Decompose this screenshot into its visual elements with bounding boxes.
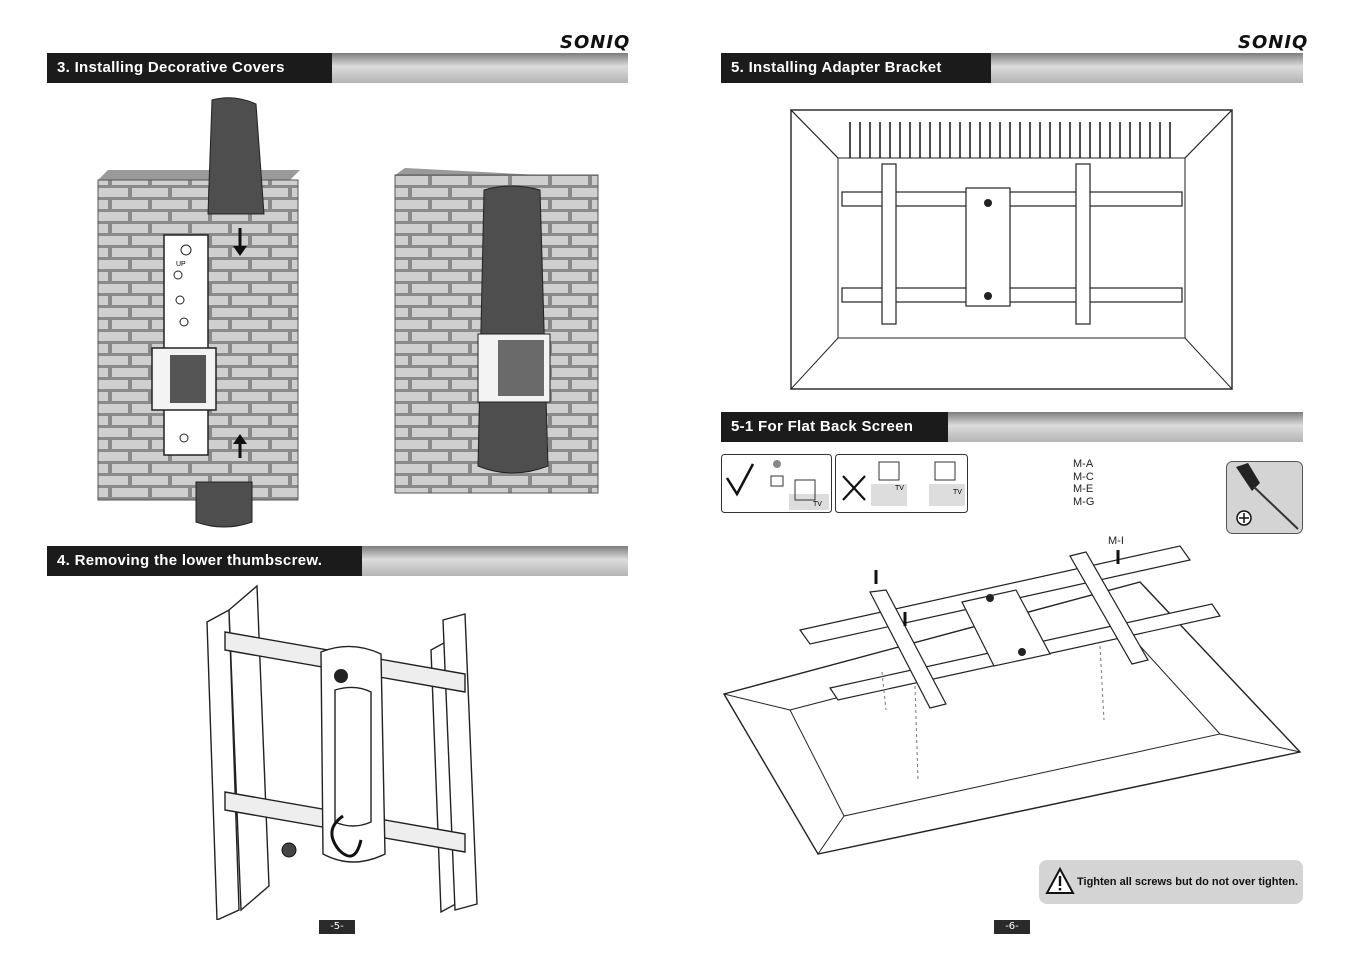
- thumbscrew-removal-illustration: [206, 584, 478, 920]
- upper-cover: [207, 97, 265, 256]
- hardware-label-list: M-A M-C M-E M-G: [1073, 458, 1094, 508]
- washer-label: M-I: [1108, 535, 1124, 547]
- brick-wall-right: [394, 168, 599, 494]
- tv-label-correct: TV: [813, 501, 822, 508]
- section-title-5-1: 5-1 For Flat Back Screen: [721, 412, 948, 442]
- page-number-right: -6-: [994, 920, 1030, 934]
- caution-text: Tighten all screws but do not over tight…: [1077, 876, 1299, 888]
- cross-icon: [842, 475, 866, 501]
- brand-logo: SONIQ: [560, 32, 631, 53]
- lower-cover: [195, 434, 253, 528]
- page-number-left: -5-: [319, 920, 355, 934]
- correct-fitting-box: TV: [721, 454, 832, 513]
- hardware-label-mg: M-G: [1073, 495, 1095, 508]
- section-header-3: 3. Installing Decorative Covers: [47, 53, 628, 83]
- tv-label-wrong-1: TV: [895, 485, 904, 492]
- section-title-4: 4. Removing the lower thumbscrew.: [47, 546, 362, 576]
- incorrect-fitting-box: TV TV: [835, 454, 968, 513]
- hardware-label-me: M-E: [1073, 483, 1094, 495]
- caution-note: Tighten all screws but do not over tight…: [1039, 860, 1303, 904]
- left-page: SONIQ 3. Installing Decorative Covers: [47, 32, 631, 934]
- warning-triangle-icon: [1045, 867, 1075, 894]
- section-header-5: 5. Installing Adapter Bracket: [721, 53, 1303, 83]
- hardware-label-mc: M-C: [1073, 470, 1094, 483]
- hardware-label-ma: M-A: [1073, 458, 1094, 470]
- right-page: SONIQ 5. Installing Adapter Bracket 5-1 …: [675, 0, 1350, 954]
- section-title-5: 5. Installing Adapter Bracket: [721, 53, 991, 83]
- bracket-up-label: UP: [176, 261, 186, 268]
- tv-label-wrong-2: TV: [953, 489, 962, 496]
- section-header-5-1: 5-1 For Flat Back Screen: [721, 412, 1303, 442]
- section-title-3: 3. Installing Decorative Covers: [47, 53, 332, 83]
- brand-logo-right: SONIQ: [1238, 32, 1309, 53]
- adapter-bracket-illustration: [790, 109, 1234, 390]
- check-icon: [725, 463, 755, 497]
- screwdriver-icon: [1226, 461, 1303, 534]
- flat-back-screen-illustration: [722, 545, 1302, 855]
- wall-plate: UP: [151, 234, 217, 456]
- decorative-covers-illustration: UP: [97, 97, 599, 528]
- section-header-4: 4. Removing the lower thumbscrew.: [47, 546, 628, 576]
